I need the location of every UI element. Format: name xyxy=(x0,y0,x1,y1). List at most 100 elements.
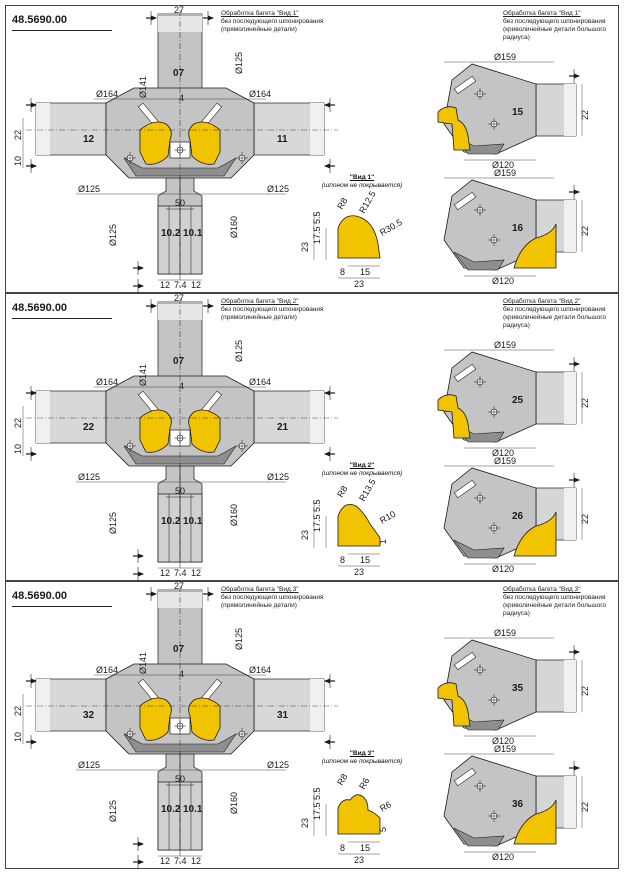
right-note-line: (криволинейные детали большого xyxy=(503,314,607,321)
profile-caption-title: "Вид 1" xyxy=(349,174,375,181)
dim-d125-bottom: Ø125 xyxy=(108,800,118,822)
prof-dim-23-bottom: 23 xyxy=(354,279,364,289)
dim-50: 50 xyxy=(175,486,185,496)
upper-cutter-d159: Ø159 xyxy=(494,340,516,350)
right-note-line: (криволинейные детали большого xyxy=(503,26,607,33)
dim-d125-right: Ø125 xyxy=(267,760,289,770)
knife-label-right: 31 xyxy=(277,710,289,721)
knife-label-left: 22 xyxy=(83,422,95,433)
dim-d125-right: Ø125 xyxy=(267,472,289,482)
right-note: Обработка багета "Вид 2"без последующего… xyxy=(503,298,615,330)
right-note-title: Обработка багета "Вид 2" xyxy=(503,298,581,305)
profile-caption-sub: (шпоном не покрывается) xyxy=(321,758,403,765)
prof-dim-15: 15 xyxy=(360,843,370,853)
prof-dim-175: 17.5 xyxy=(312,802,322,820)
dim-d164-right: Ø164 xyxy=(249,89,271,99)
code-underline xyxy=(12,30,112,31)
dim-h22: 22 xyxy=(13,418,23,428)
left-note-title: Обработка багета "Вид 1" xyxy=(221,10,299,17)
dim-50: 50 xyxy=(175,774,185,784)
radius-label: R13.5 xyxy=(357,477,378,503)
dim-d160: Ø160 xyxy=(229,792,239,814)
prof-dim-175: 17.5 xyxy=(312,226,322,244)
dim-4: 4 xyxy=(179,381,184,391)
radius-label: R10 xyxy=(378,509,397,526)
dim-d125-top: Ø125 xyxy=(234,628,244,650)
radius-label: R8 xyxy=(335,484,349,499)
right-note-line: (криволинейные детали большого xyxy=(503,602,607,609)
right-note-line: без последующего шпонирования xyxy=(503,18,606,25)
dim-d125-top: Ø125 xyxy=(234,52,244,74)
dim-d125-bottom: Ø125 xyxy=(108,224,118,246)
prof-dim-15: 15 xyxy=(360,555,370,565)
spindle-label-top: 07 xyxy=(173,68,185,79)
spindle-label-right: 10.1 xyxy=(183,516,203,527)
radius-label: R12.5 xyxy=(357,189,378,215)
drawing-code: 48.5690.00 xyxy=(12,14,68,26)
profile-caption: "Вид 2"(шпоном не покрывается) xyxy=(306,462,418,478)
profile-caption-sub: (шпоном не покрывается) xyxy=(321,182,403,189)
profile-caption-title: "Вид 2" xyxy=(349,462,375,469)
knife-label-left: 12 xyxy=(83,134,95,145)
dim-b12-right: 12 xyxy=(191,856,201,866)
right-note: Обработка багета "Вид 1"без последующего… xyxy=(503,10,615,42)
right-note-title: Обработка багета "Вид 3" xyxy=(503,586,581,593)
upper-cutter-d159: Ø159 xyxy=(494,52,516,62)
profile-knife xyxy=(437,682,471,727)
upper-cutter-label: 35 xyxy=(512,683,524,694)
lower-cutter-h22: 22 xyxy=(580,226,590,236)
left-note: Обработка багета "Вид 2"без последующего… xyxy=(221,298,371,322)
lower-cutter-h22: 22 xyxy=(580,514,590,524)
dim-d125-top: Ø125 xyxy=(234,340,244,362)
right-note-line: без последующего шпонирования xyxy=(503,306,606,313)
dim-d141: Ø141 xyxy=(138,652,148,674)
right-note-line: радиуса) xyxy=(503,322,530,329)
lower-cutter-h22: 22 xyxy=(580,802,590,812)
dim-4: 4 xyxy=(179,93,184,103)
left-note-title: Обработка багета "Вид 2" xyxy=(221,298,299,305)
knife-label-left: 32 xyxy=(83,710,95,721)
knife-label-right: 11 xyxy=(277,134,288,145)
profile-caption-sub: (шпоном не покрывается) xyxy=(321,470,403,477)
dim-27: 27 xyxy=(174,5,184,15)
prof-dim-23-bottom: 23 xyxy=(354,855,364,865)
dim-b74: 7.4 xyxy=(174,856,187,866)
drawing-code: 48.5690.00 xyxy=(12,590,68,602)
dim-d125-right: Ø125 xyxy=(267,184,289,194)
upper-cutter-d120: Ø120 xyxy=(492,160,514,170)
dim-27: 27 xyxy=(174,293,184,303)
dim-d164-left: Ø164 xyxy=(96,377,118,387)
left-profile-knife xyxy=(139,121,172,165)
profile-shape xyxy=(337,794,381,835)
dim-b12-right: 12 xyxy=(191,280,201,290)
profile-knife xyxy=(437,394,471,439)
upper-cutter-h22: 22 xyxy=(580,398,590,408)
dim-b12-left: 12 xyxy=(160,568,170,578)
prof-dim-55: 5.5 xyxy=(312,499,322,512)
spindle-label-top: 07 xyxy=(173,356,185,367)
left-note-line: (прямолинейные детали) xyxy=(221,314,297,321)
spindle-label-right: 10.1 xyxy=(183,228,203,239)
profile-knife xyxy=(513,799,557,845)
prof-dim-23: 23 xyxy=(300,242,310,252)
drawing-code: 48.5690.00 xyxy=(12,302,68,314)
lower-cutter-d159: Ø159 xyxy=(494,168,516,178)
spindle-label-left: 10.2 xyxy=(161,804,181,815)
left-note-line: без последующего шпонирования xyxy=(221,594,324,601)
lower-cutter-d159: Ø159 xyxy=(494,456,516,466)
upper-cutter-d159: Ø159 xyxy=(494,628,516,638)
upper-cutter-d120: Ø120 xyxy=(492,448,514,458)
dim-d160: Ø160 xyxy=(229,216,239,238)
prof-dim-23: 23 xyxy=(300,530,310,540)
